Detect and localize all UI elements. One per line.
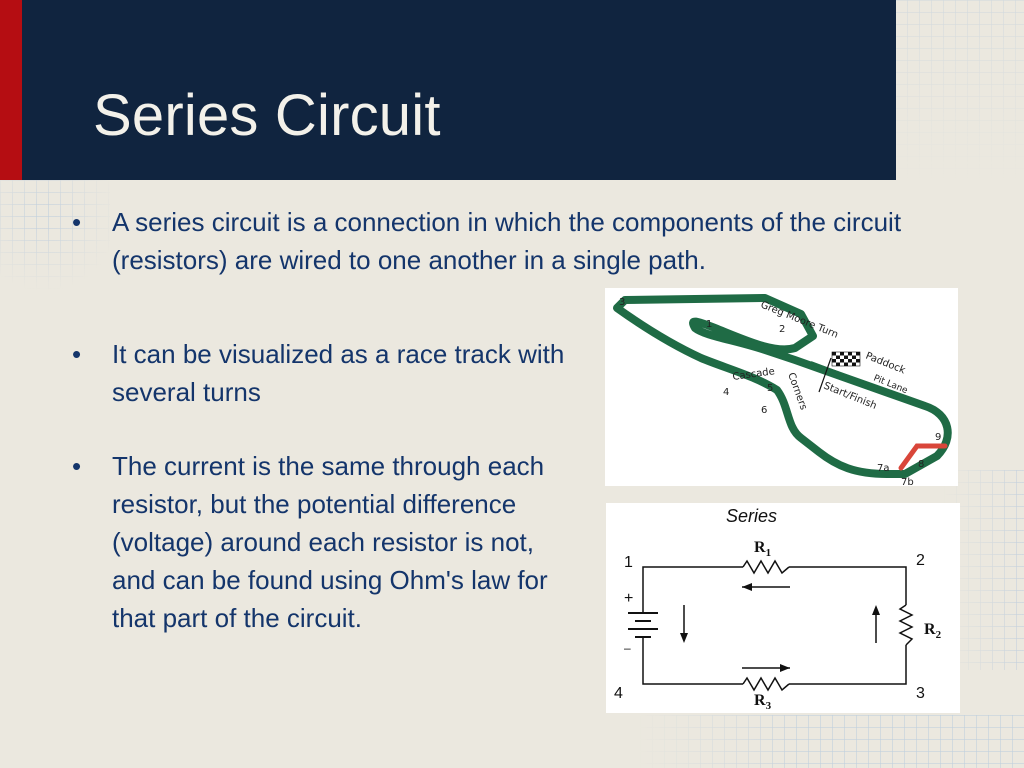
- circuit-heading: Series: [726, 506, 777, 526]
- node-label-2: 2: [916, 552, 925, 569]
- bullet-dot: •: [72, 207, 82, 237]
- pit-lane-path: [810, 361, 934, 409]
- slide-title: Series Circuit: [93, 83, 441, 148]
- node-label-1: 1: [624, 554, 633, 571]
- battery-icon: [628, 612, 658, 638]
- circuit-drawing: Series + –: [614, 506, 942, 712]
- bullet-text-3: The current is the same through each res…: [112, 451, 548, 633]
- current-arrow-bottom-icon: [742, 664, 790, 672]
- resistor-r2: [898, 604, 914, 646]
- track-path: [613, 294, 952, 478]
- corner-label: 9: [935, 432, 941, 443]
- circuit-wire: [642, 566, 907, 685]
- battery-plus-label: +: [624, 590, 633, 607]
- bullet-text-2: It can be visualized as a race track wit…: [112, 339, 565, 407]
- current-arrow-left-icon: [680, 605, 688, 643]
- corner-label: 2: [779, 324, 785, 335]
- bullet-text-1: A series circuit is a connection in whic…: [112, 207, 902, 275]
- background-grid-left: [0, 180, 110, 300]
- background-grid-bottom: [640, 715, 1024, 768]
- title-banner: [22, 0, 896, 180]
- resistor-label-r3: R3: [754, 692, 772, 712]
- greg-moore-turn-label: Greg Moore Turn: [759, 300, 840, 341]
- track-red-section: [898, 443, 948, 471]
- series-circuit-diagram: Series + –: [606, 503, 960, 713]
- corner-label: 4: [723, 387, 729, 398]
- node-label-3: 3: [916, 685, 925, 702]
- resistor-label-r1: R1: [754, 539, 771, 559]
- bullet-dot: •: [72, 451, 82, 481]
- corner-label: 7a: [877, 463, 890, 474]
- race-track-map: 3 1 2 4 5 6 7a 8 9 7b Greg Moore Turn Pa…: [605, 288, 958, 486]
- corner-label: 3: [619, 297, 625, 308]
- resistor-label-r2: R2: [924, 621, 942, 641]
- resistor-r3: [742, 676, 790, 692]
- resistor-r1: [742, 559, 790, 575]
- race-track-drawing: 3 1 2 4 5 6 7a 8 9 7b Greg Moore Turn Pa…: [613, 294, 952, 486]
- corner-label: 7b: [901, 477, 914, 486]
- corner-label: 8: [918, 459, 924, 470]
- corner-label: 5: [767, 383, 773, 394]
- battery-minus-label: –: [624, 641, 631, 655]
- accent-bar: [0, 0, 22, 180]
- checkered-flag-icon: [818, 351, 861, 393]
- current-arrow-right-icon: [872, 605, 880, 643]
- bullet-dot: •: [72, 339, 82, 369]
- paddock-label: Paddock: [864, 351, 907, 377]
- corner-label: 6: [761, 405, 767, 416]
- corner-label: 1: [706, 319, 712, 330]
- current-arrow-top-icon: [742, 583, 790, 591]
- background-grid-top-right: [895, 0, 1024, 180]
- node-label-4: 4: [614, 685, 623, 702]
